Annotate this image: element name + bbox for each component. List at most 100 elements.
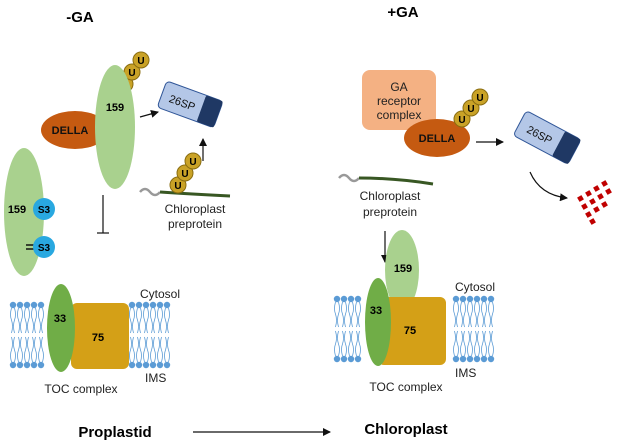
outer-envelope-membrane-left: [9, 301, 171, 369]
toc159-free-label: 159: [8, 204, 26, 216]
della-protein-left: [41, 111, 109, 149]
lipid-tail: [136, 307, 142, 334]
outer-envelope-membrane-right: [333, 295, 495, 363]
toc33-left: [47, 284, 75, 372]
preprotein-label-line2: preprotein: [363, 205, 417, 219]
toc75-right: [378, 297, 446, 365]
lipid-tail: [460, 330, 466, 357]
lipid-tail: [334, 330, 340, 357]
lipid-head: [30, 361, 38, 369]
della-protein-right: [404, 119, 470, 157]
lipid-tail: [467, 330, 473, 357]
toc159-bound-left: [95, 65, 135, 189]
lipid-tail: [164, 307, 170, 334]
plus-ga-title: +GA: [387, 4, 418, 21]
lipid-tail: [143, 336, 149, 363]
lipid-head: [163, 301, 171, 309]
lipid-head: [149, 301, 157, 309]
toc-complex-label-right: TOC complex: [369, 380, 442, 394]
lipid-head: [466, 355, 474, 363]
ubiquitin-label: U: [467, 104, 474, 115]
lipid-head: [156, 301, 164, 309]
lipid-head: [128, 301, 136, 309]
lipid-head: [156, 361, 164, 369]
toc159-right: [385, 230, 419, 310]
lipid-tail: [10, 307, 16, 334]
receptor-label-line3: complex: [377, 108, 422, 122]
s3-modification-lower: [33, 236, 55, 258]
lipid-tail: [38, 307, 44, 334]
peptide-fragment: [605, 188, 612, 195]
proteasome-26sp-right: 26SP: [514, 111, 581, 164]
lipid-tail: [17, 336, 23, 363]
toc33-label: 33: [54, 313, 66, 325]
lipid-head: [23, 301, 31, 309]
ubiquitin-chain-right: U U U: [453, 88, 489, 128]
ga-receptor-complex: [362, 70, 436, 130]
lipid-tail: [129, 307, 135, 334]
ubiquitin-label: U: [174, 181, 181, 192]
lipid-head: [23, 361, 31, 369]
lipid-tail: [474, 301, 480, 328]
lipid-tail: [24, 307, 30, 334]
toc75-label: 75: [404, 325, 416, 337]
toc33-right: [365, 278, 391, 366]
lipid-head: [466, 295, 474, 303]
lipid-head: [30, 301, 38, 309]
lipid-head: [163, 361, 171, 369]
lipid-head: [459, 355, 467, 363]
lipid-tail: [467, 301, 473, 328]
lipid-tail: [164, 336, 170, 363]
peptide-fragment: [589, 198, 596, 205]
peptide-fragment: [593, 206, 600, 213]
ubiquitin-label: U: [476, 93, 483, 104]
cytosol-label-right: Cytosol: [455, 280, 495, 294]
lipid-tail: [481, 301, 487, 328]
peptide-fragment: [577, 195, 584, 202]
lipid-tail: [474, 330, 480, 357]
lipid-head: [9, 301, 17, 309]
lipid-tail: [38, 336, 44, 363]
della-label: DELLA: [419, 133, 456, 145]
lipid-tail: [453, 330, 459, 357]
lipid-head: [480, 295, 488, 303]
lipid-head: [347, 295, 355, 303]
lipid-head: [16, 361, 24, 369]
lipid-head: [128, 361, 136, 369]
peptide-fragment: [581, 203, 588, 210]
lipid-tail: [355, 330, 361, 357]
peptide-fragment: [589, 218, 596, 225]
ubiquitin-label: U: [137, 56, 144, 67]
lipid-tail: [157, 336, 163, 363]
della-label: DELLA: [52, 125, 89, 137]
ubiquitin-label: U: [189, 157, 196, 168]
preprotein-label-line2: preprotein: [168, 217, 222, 231]
lipid-tail: [453, 301, 459, 328]
lipid-head: [37, 361, 45, 369]
toc75-left: [71, 303, 129, 369]
peptide-fragment: [585, 190, 592, 197]
peptide-fragment: [601, 201, 608, 208]
peptide-fragment: [601, 180, 608, 187]
lipid-head: [354, 295, 362, 303]
toc159-label: 159: [106, 102, 124, 114]
lipid-tail: [129, 336, 135, 363]
ims-label-right: IMS: [455, 366, 476, 380]
lipid-head: [473, 355, 481, 363]
lipid-tail: [31, 307, 37, 334]
lipid-tail: [355, 301, 361, 328]
lipid-head: [340, 295, 348, 303]
lipid-tail: [348, 301, 354, 328]
ubiquitinated-preprotein-left: U U U: [139, 152, 231, 198]
lipid-head: [16, 301, 24, 309]
lipid-tail: [334, 301, 340, 328]
lipid-head: [142, 301, 150, 309]
receptor-label-line1: GA: [390, 80, 407, 94]
s3-label: S3: [38, 243, 51, 254]
degradation-arrow-left: [139, 110, 159, 118]
receptor-label-line2: receptor: [377, 94, 421, 108]
lipid-tail: [157, 307, 163, 334]
lipid-tail: [150, 336, 156, 363]
s3-label: S3: [38, 205, 51, 216]
lipid-head: [347, 355, 355, 363]
